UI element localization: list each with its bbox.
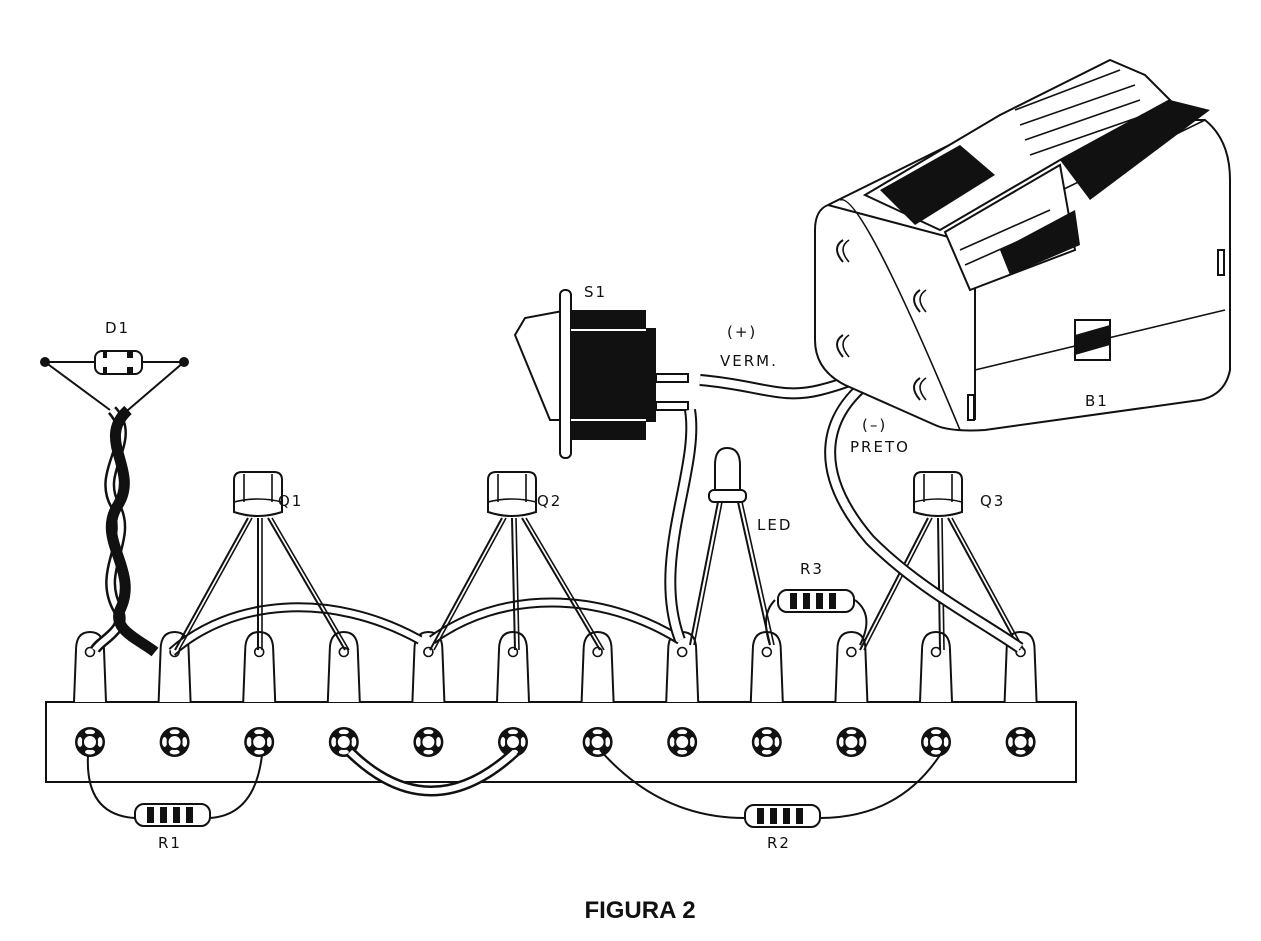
lug-hole [761, 646, 773, 658]
wire-negative-black [824, 364, 1024, 653]
terminal-rivet [159, 727, 190, 757]
transistor-lead [937, 517, 941, 651]
transistor-lead [267, 517, 346, 651]
terminal-rivet [498, 727, 528, 757]
battery-holder-b1 [814, 58, 1231, 432]
transistor-lead [271, 517, 350, 651]
terminal-rivets [75, 727, 1036, 757]
jumper-wire-bottom [346, 747, 519, 797]
terminal-lug [834, 630, 869, 703]
transistor-lead [433, 517, 507, 651]
transistor-lead [515, 517, 520, 651]
label-s1: S1 [584, 283, 607, 301]
transistor-lead [947, 517, 1021, 651]
transistor-lead [525, 517, 605, 651]
wire-switch-to-strip [664, 409, 698, 643]
resistor-r2 [599, 749, 943, 828]
lug-hole [676, 646, 688, 658]
lug-hole [423, 646, 434, 658]
switch-s1 [513, 289, 689, 459]
terminal-rivet [836, 727, 867, 757]
terminal-lug [242, 630, 277, 703]
diode-d1 [40, 350, 189, 411]
transistor-lead [174, 517, 249, 651]
lug-hole [846, 646, 857, 658]
transistor-lead [429, 517, 503, 651]
terminal-rivet [582, 727, 613, 757]
label-positive-sign: (+) [727, 323, 757, 341]
terminal-lug [411, 630, 446, 703]
transistor-lead [951, 517, 1025, 651]
label-r2: R2 [767, 834, 791, 852]
transistor-q1 [174, 471, 350, 651]
terminal-rivet [244, 727, 275, 757]
transistor-lead [859, 517, 929, 651]
terminal-lugs [73, 630, 1038, 703]
figure-caption: FIGURA 2 [584, 897, 695, 924]
resistor-r1 [86, 754, 263, 827]
terminal-strip [45, 701, 1077, 783]
terminal-rivet [1005, 727, 1036, 757]
lug-hole [253, 646, 265, 658]
label-r3: R3 [800, 560, 824, 578]
lug-hole [84, 646, 96, 658]
label-q3: Q3 [980, 492, 1005, 510]
lug-hole [930, 646, 942, 658]
twisted-wire-pair [90, 405, 159, 657]
label-d1: D1 [105, 319, 130, 337]
transistor-lead [941, 517, 945, 651]
label-r1: R1 [158, 834, 182, 852]
jumper-wire-top [168, 597, 683, 656]
led [689, 446, 775, 646]
label-q2: Q2 [537, 492, 562, 510]
label-negative-sign: (–) [862, 416, 887, 434]
lug-hole [507, 646, 519, 658]
terminal-rivet [328, 727, 359, 757]
transistor-lead [178, 517, 253, 651]
terminal-lug [919, 630, 953, 703]
label-q1: Q1 [278, 492, 303, 510]
transistor-lead [863, 517, 933, 651]
label-negative-color: PRETO [850, 438, 910, 456]
label-positive-color: VERM. [720, 352, 778, 370]
transistor-lead [511, 517, 516, 651]
label-led: LED [757, 516, 792, 534]
terminal-lug [665, 630, 700, 703]
transistor-lead [521, 517, 601, 651]
terminal-lug [326, 630, 361, 703]
terminal-lug [496, 630, 530, 703]
transistor-q2 [429, 471, 605, 651]
label-b1: B1 [1085, 392, 1109, 410]
terminal-rivet [667, 727, 698, 757]
terminal-rivet [751, 727, 782, 757]
transistor-q3 [859, 471, 1025, 651]
terminal-rivet [921, 727, 951, 757]
terminal-lug [749, 630, 784, 703]
resistor-r3 [765, 589, 868, 646]
terminal-rivet [413, 727, 444, 757]
terminal-rivet [75, 727, 105, 757]
terminal-lug [580, 630, 615, 703]
